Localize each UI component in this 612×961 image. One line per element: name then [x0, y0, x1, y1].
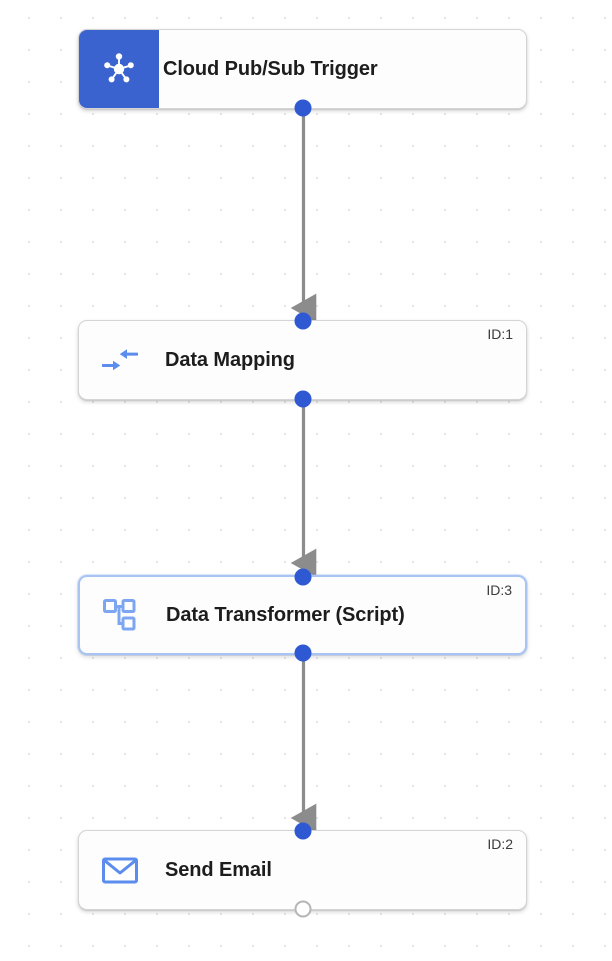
workflow-node-data-mapping[interactable]: Data Mapping ID:1 — [78, 312, 527, 408]
node-id-label: ID:3 — [486, 582, 512, 598]
node-icon-panel — [79, 30, 159, 108]
node-id-label: ID:1 — [487, 326, 513, 342]
node-target-handle[interactable] — [294, 312, 311, 330]
account-tree-icon — [101, 595, 141, 635]
node-source-handle[interactable] — [294, 99, 311, 117]
node-target-handle[interactable] — [294, 822, 311, 840]
node-icon-panel — [79, 321, 161, 399]
node-source-handle[interactable] — [294, 390, 311, 408]
node-body: Send Email ID:2 — [161, 831, 526, 909]
data-mapping-merge-arrows-icon — [100, 343, 140, 377]
pubsub-hub-spoke-icon — [99, 49, 139, 89]
workflow-node-cloud-pubsub-trigger[interactable]: Cloud Pub/Sub Trigger — [78, 29, 527, 117]
envelope-icon — [101, 854, 139, 886]
node-source-handle[interactable] — [294, 644, 311, 662]
workflow-node-data-transformer-script[interactable]: Data Transformer (Script) ID:3 — [78, 568, 527, 662]
node-title: Cloud Pub/Sub Trigger — [163, 57, 378, 80]
node-body: Data Mapping ID:1 — [161, 321, 526, 399]
node-title: Data Mapping — [165, 348, 295, 371]
node-body: Data Transformer (Script) ID:3 — [162, 577, 525, 653]
node-icon-panel — [80, 577, 162, 653]
node-body: Cloud Pub/Sub Trigger — [159, 30, 526, 108]
node-title: Send Email — [165, 858, 272, 881]
node-title: Data Transformer (Script) — [166, 603, 405, 626]
node-icon-panel — [79, 831, 161, 909]
node-source-handle[interactable] — [294, 900, 311, 918]
node-target-handle[interactable] — [294, 568, 311, 586]
workflow-node-send-email[interactable]: Send Email ID:2 — [78, 822, 527, 918]
node-id-label: ID:2 — [487, 836, 513, 852]
